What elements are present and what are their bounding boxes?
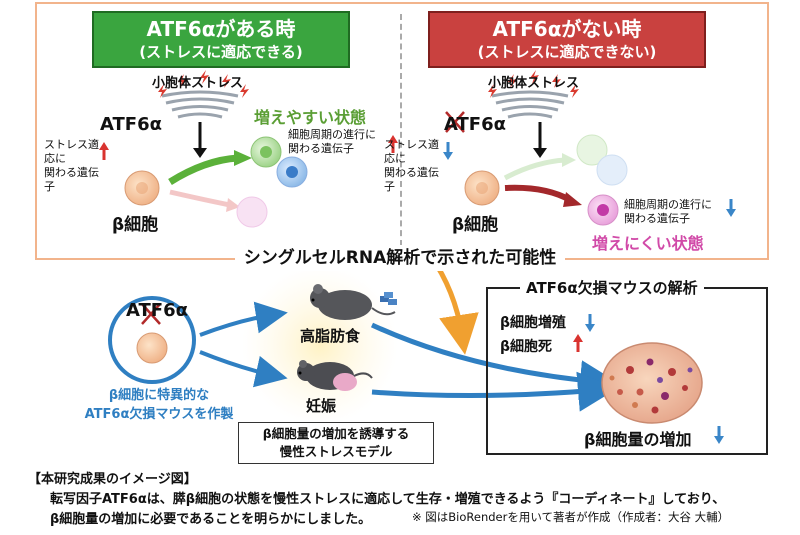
up-arrow-icon [99,142,109,160]
er-stress-label-right: 小胞体ストレス [488,76,580,91]
stress-model-box: β細胞量の増加を誘導する 慢性ストレスモデル [238,422,434,464]
green-cell-faded-right [576,134,608,166]
header-without-atf6a-title: ATF6αがない時 [492,17,642,41]
high-fat-diet-label: 高脂肪食 [300,327,361,345]
cycle-gene-line2: 関わる遺伝子 [288,142,354,155]
notes-heading: 【本研究成果のイメージ図】 [28,472,197,487]
notes-line2: β細胞量の増加に必要であることを明らかにしました。 [50,512,372,527]
stress-gene-line2: 関わる遺伝子 [44,166,99,193]
down-arrow-icon [443,142,453,160]
proliferation-arrow-left [168,154,239,185]
stress-gene-label-right: ストレス適応に 関わる遺伝子 [384,138,448,194]
up-arrow-icon [573,334,583,352]
er-icon-left [161,90,239,119]
arrow-high-fat-to-islet [370,322,620,401]
arrow-to-high-fat [199,301,288,337]
knockout-caption-line1: β細胞に特異的な [108,388,210,403]
header-without-atf6a-subtitle: (ストレスに適応できない) [477,43,657,61]
notes-line1: 転写因子ATF6αは、膵β細胞の状態を慢性ストレスに適応して生存・増殖できるよう… [50,492,726,507]
faded-arrow-right [503,157,566,181]
cycle-gene-line2: 関わる遺伝子 [624,212,690,225]
knockout-cell-ring [108,296,196,384]
knockout-mouse-caption: β細胞に特異的な ATF6α欠損マウスを作製 [84,386,234,424]
cross-mark-icon [445,111,465,133]
blue-cell-faded-right [596,154,628,186]
stress-model-line1: β細胞量の増加を誘導する [262,426,410,441]
panel-divider [400,14,402,246]
down-arrow-icon [714,426,724,444]
arrow-to-pregnancy [199,350,288,388]
stress-model-line2: 慢性ストレスモデル [279,444,393,459]
stress-gene-line1: ストレス適応に [44,138,99,165]
analysis-title: ATF6α欠損マウスの解析 [520,277,704,298]
up-arrow-icon [388,135,398,153]
header-with-atf6a: ATF6αがある時 (ストレスに適応できる) [92,11,350,68]
lightning-icons-left [158,70,249,98]
stress-gene-line2: 関わる遺伝子 [384,166,439,193]
cycle-gene-line1: 細胞周期の進行に [288,128,376,141]
cycle-gene-label-left: 細胞周期の進行に 関わる遺伝子 [288,128,388,156]
header-with-atf6a-subtitle: (ストレスに適応できる) [139,43,303,61]
mouse-pregnant-icon [297,360,373,391]
mouse-high-fat-icon [310,284,397,320]
down-arrow-icon [726,199,736,217]
arrow-pregnancy-to-islet [371,371,618,412]
beta-cell-knockout [136,332,168,364]
mass-increase-label: β細胞量の増加 [584,430,692,449]
cross-mark-icon [141,303,161,325]
stress-gene-label-left: ストレス適応に 関わる遺伝子 [44,138,104,194]
atf6a-label-right: ATF6α [444,114,506,135]
pink-cell-faded-left [236,196,268,228]
lightning-icons-right [488,70,579,98]
cycle-gene-label-right: 細胞周期の進行に 関わる遺伝子 [624,198,730,226]
atf6a-label-bottom: ATF6α [126,300,188,321]
state-non-proliferative: 増えにくい状態 [592,234,704,253]
credit-note: ※ 図はBioRenderを用いて著者が作成（作成者：大谷 大輔） [412,510,730,524]
stress-arrow-left [193,122,207,158]
cell-death-label: β細胞死 [500,339,553,355]
faded-arrow-left [169,189,231,208]
state-proliferative: 増えやすい状態 [254,108,367,127]
cycle-gene-line1: 細胞周期の進行に [624,198,712,211]
atf6a-label-left: ATF6α [100,114,162,135]
er-stress-label-left: 小胞体ストレス [152,76,244,91]
center-title: シングルセルRNA解析で示された可能性 [235,245,565,271]
down-arrow-icon [585,314,595,332]
stress-gene-line1: ストレス適応に [384,138,439,165]
beta-cell-label-left: β細胞 [112,215,159,235]
pregnancy-label: 妊娠 [306,397,337,415]
islet-icon [601,342,703,424]
header-without-atf6a: ATF6αがない時 (ストレスに適応できない) [428,11,706,68]
knockout-caption-line2: ATF6α欠損マウスを作製 [84,407,234,422]
header-with-atf6a-title: ATF6αがある時 [146,17,296,41]
stress-arrow-right [533,122,547,158]
proliferation-label: β細胞増殖 [500,315,567,331]
er-icon-right [491,90,569,119]
beta-cell-label-right: β細胞 [452,215,499,235]
